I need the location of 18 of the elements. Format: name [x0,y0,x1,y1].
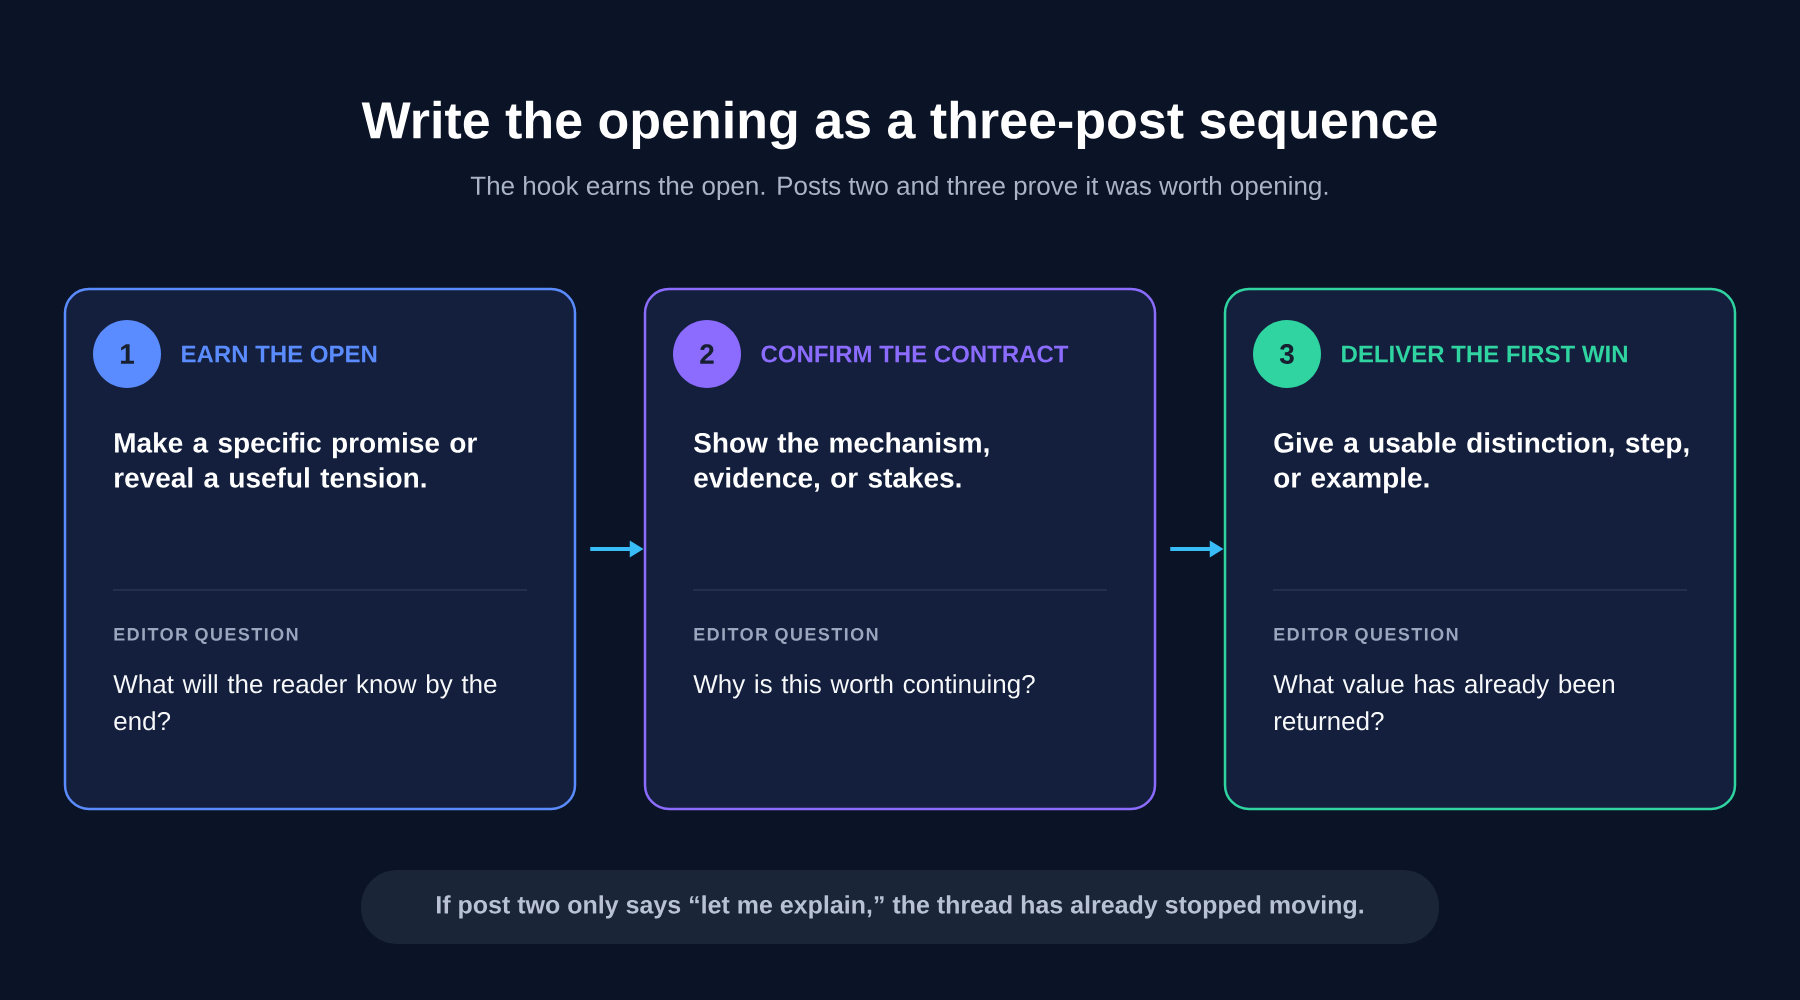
step-heading: EARN THE OPEN [182,345,377,363]
title: Write the opening as a three-post sequence [361,100,1437,150]
question-label: EDITOR QUESTION [694,627,878,645]
step-text: Make a specific promise or reveal a useful tension. [115,432,477,488]
question-text: Why is this worth continuing? [693,674,1035,699]
question-text: What value has already been returned? [1273,674,1614,731]
step-number: 3 [1253,320,1321,388]
question-text: What will the reader know by the end? [113,674,497,731]
step-heading: CONFIRM THE CONTRACT [761,345,1069,363]
step-text: Show the mechanism, evidence, or stakes. [694,432,989,492]
question-label: EDITOR QUESTION [1274,627,1458,645]
subtitle: The hook earns the open. Posts two and three prove it was worth opening. [470,175,1328,201]
step-text: Give a usable distinction, step, or example. [1274,432,1689,494]
step-number: 1 [93,320,161,388]
note-pill: If post two only says “let me explain,” the thread has already stopped moving. [361,870,1439,944]
step-heading: DELIVER THE FIRST WIN [1342,345,1627,363]
question-label: EDITOR QUESTION [114,627,298,645]
step-number: 2 [673,320,741,388]
